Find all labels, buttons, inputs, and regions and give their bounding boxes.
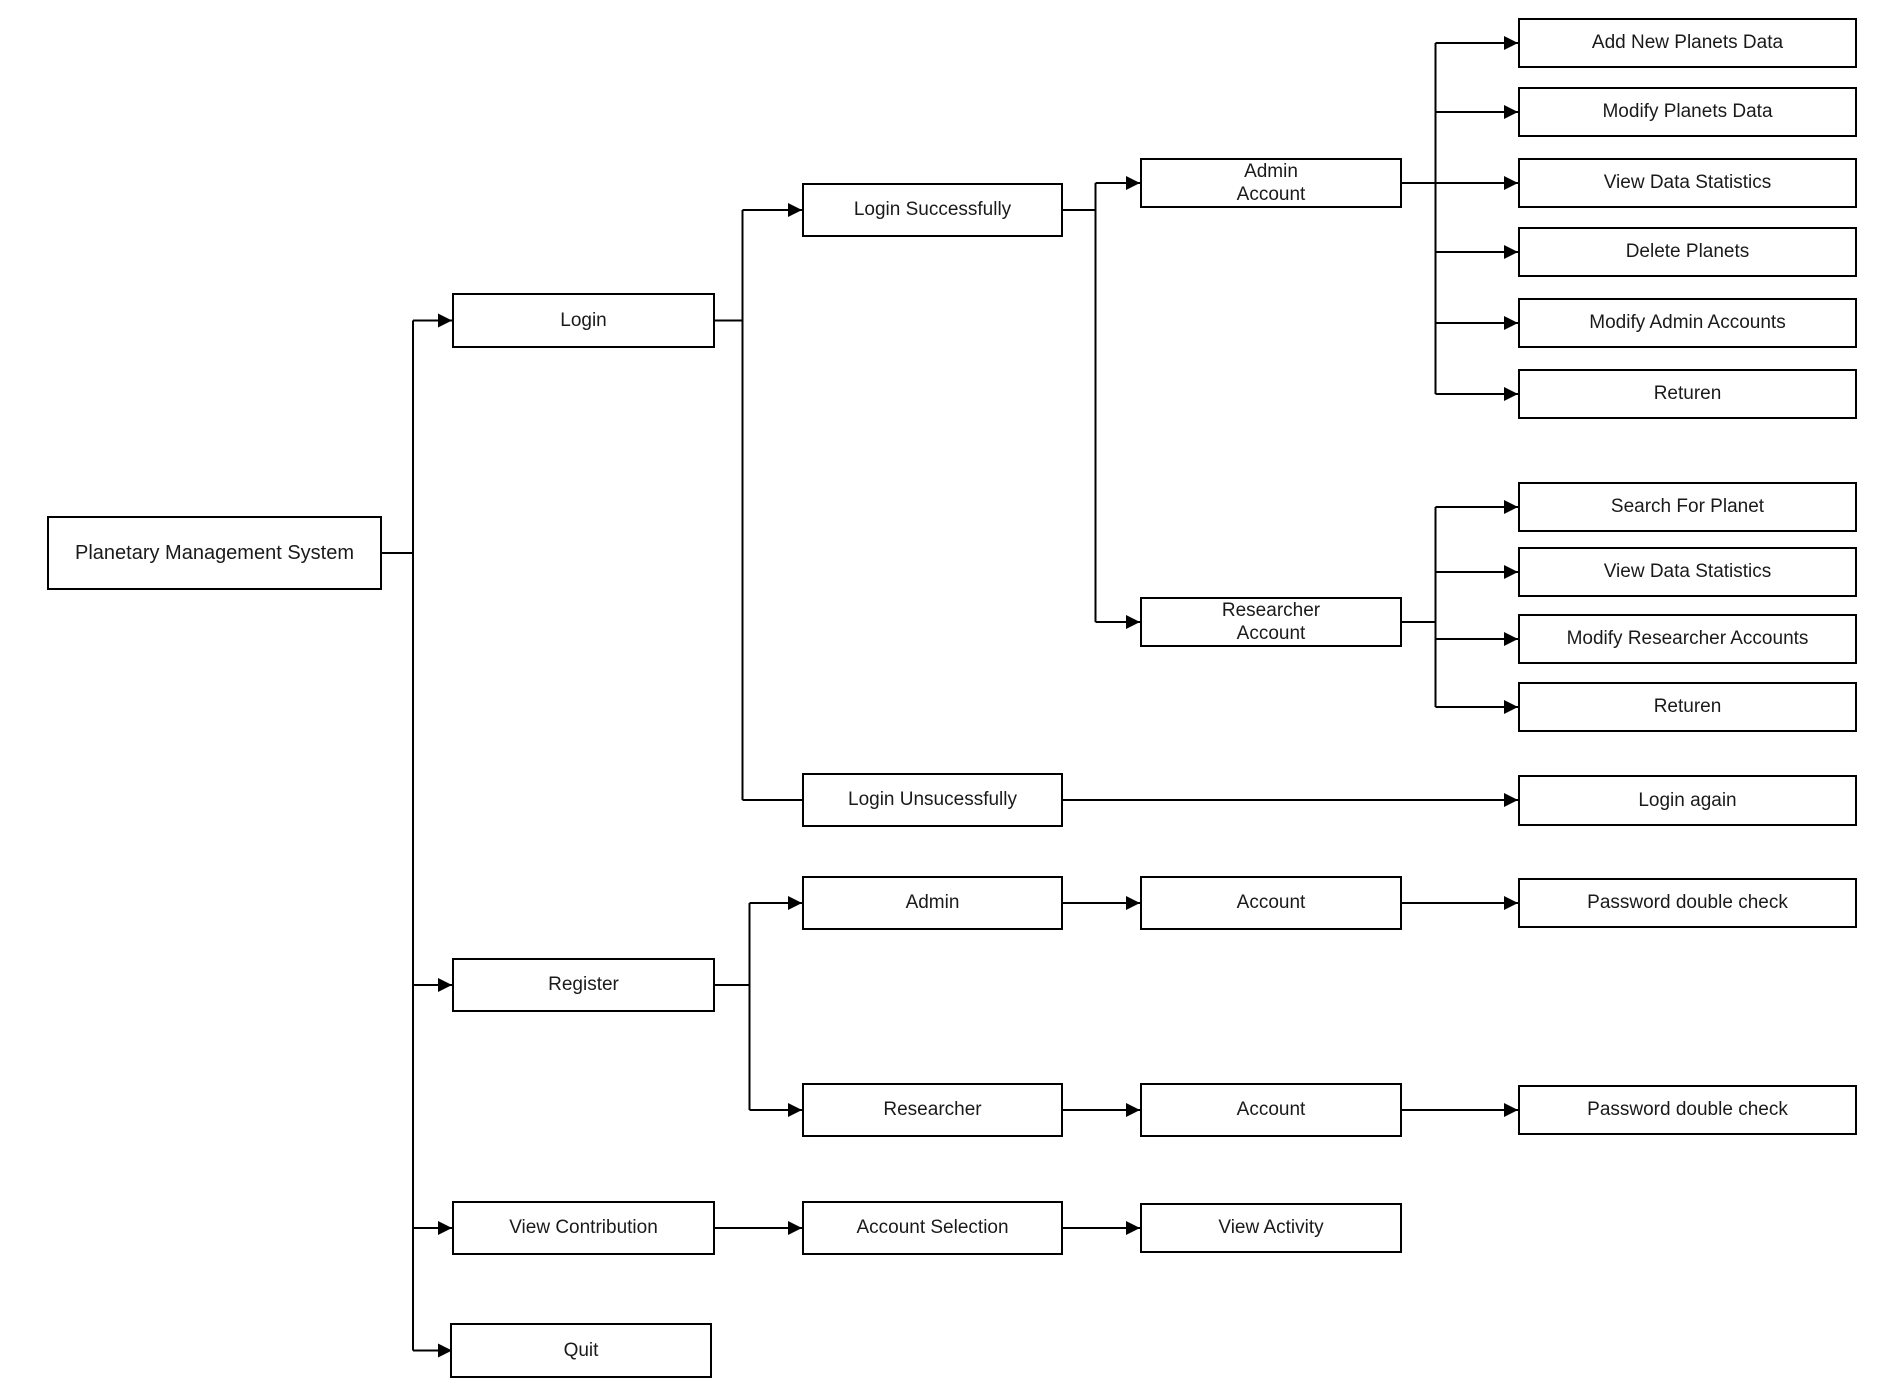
- node-search-for-planet: Search For Planet: [1518, 482, 1857, 532]
- node-returen-admin: Returen: [1518, 369, 1857, 419]
- node-view-data-statistics-researcher: View Data Statistics: [1518, 547, 1857, 597]
- node-account-admin-row: Account: [1140, 876, 1402, 930]
- node-add-new-planets-data: Add New Planets Data: [1518, 18, 1857, 68]
- node-admin: Admin: [802, 876, 1063, 930]
- node-account-researcher-row: Account: [1140, 1083, 1402, 1137]
- node-register: Register: [452, 958, 715, 1012]
- node-researcher: Researcher: [802, 1083, 1063, 1137]
- node-returen-researcher: Returen: [1518, 682, 1857, 732]
- node-password-double-check-researcher: Password double check: [1518, 1085, 1857, 1135]
- node-view-data-statistics-admin: View Data Statistics: [1518, 158, 1857, 208]
- node-modify-researcher-accounts: Modify Researcher Accounts: [1518, 614, 1857, 664]
- node-view-activity: View Activity: [1140, 1203, 1402, 1253]
- node-login-unsuccessfully: Login Unsucessfully: [802, 773, 1063, 827]
- node-login: Login: [452, 293, 715, 348]
- node-login-successfully: Login Successfully: [802, 183, 1063, 237]
- node-researcher-account: Researcher Account: [1140, 597, 1402, 647]
- node-root: Planetary Management System: [47, 516, 382, 590]
- node-password-double-check-admin: Password double check: [1518, 878, 1857, 928]
- node-quit: Quit: [450, 1323, 712, 1378]
- node-login-again: Login again: [1518, 775, 1857, 826]
- node-view-contribution: View Contribution: [452, 1201, 715, 1255]
- node-modify-admin-accounts: Modify Admin Accounts: [1518, 298, 1857, 348]
- node-admin-account: Admin Account: [1140, 158, 1402, 208]
- node-modify-planets-data: Modify Planets Data: [1518, 87, 1857, 137]
- node-delete-planets: Delete Planets: [1518, 227, 1857, 277]
- node-account-selection: Account Selection: [802, 1201, 1063, 1255]
